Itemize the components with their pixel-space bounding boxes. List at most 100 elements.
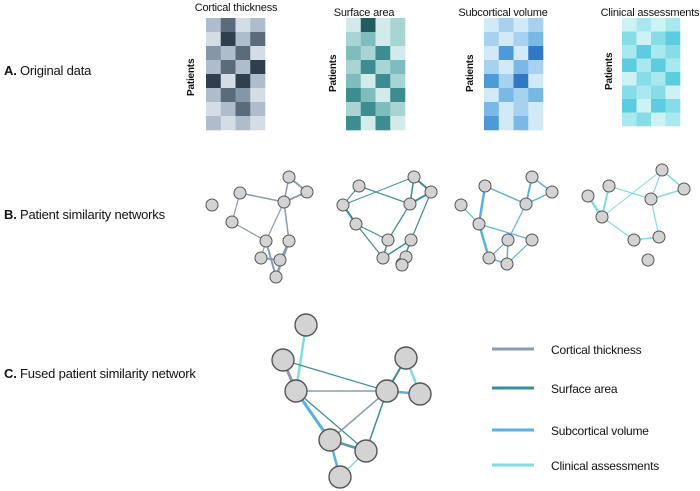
network-node-sv (482, 251, 496, 265)
network-edge-ca (601, 216, 635, 241)
heatmap-cell-sv (513, 18, 529, 33)
network-node-ca (644, 192, 658, 206)
heatmap-cell-ca (622, 58, 637, 73)
network-node-sa (404, 233, 418, 247)
heatmap-cell-ct (235, 88, 251, 103)
network-node-ct (282, 234, 296, 248)
heatmap-cell-ct (206, 60, 222, 75)
heatmap-cell-ca (636, 58, 652, 73)
heatmap-cell-ca (622, 112, 637, 127)
heatmap-cell-ca (665, 85, 681, 100)
network-node-ca (602, 179, 616, 193)
heatmap-cell-ct (220, 116, 236, 131)
network-node-fused (354, 439, 378, 463)
heatmap-cell-ct (235, 18, 251, 33)
network-edge-fused (282, 359, 388, 392)
network-edge-sa (355, 223, 384, 259)
network-node-sa (349, 217, 363, 231)
heatmap-cell-sa (360, 18, 376, 33)
network-edge-sa (358, 185, 411, 205)
column-title-surface-area: Surface area (333, 7, 395, 19)
heatmap-cell-ct (206, 46, 222, 61)
network-node-sv (519, 197, 533, 211)
network-edge-ct (265, 201, 285, 242)
heatmap-cell-ct (220, 46, 236, 61)
heatmap-cell-ct (220, 18, 236, 33)
network-edge-sa (410, 191, 432, 241)
heatmap-cell-ct (250, 116, 266, 131)
heatmap-cell-sv (484, 18, 500, 33)
heatmap-cell-ca (651, 45, 666, 59)
heatmap-cell-ct (235, 74, 251, 89)
network-node-ct (300, 185, 314, 199)
heatmap-cell-ca (665, 58, 681, 73)
network-edge-fused (295, 390, 367, 452)
network-node-sa (403, 197, 417, 211)
heatmap-cell-ct (235, 60, 251, 75)
heatmap-cell-ca (651, 99, 666, 113)
network-node-ct (259, 234, 273, 248)
heatmap-cell-ca (622, 31, 637, 46)
heatmap-cell-sa (375, 74, 391, 89)
heatmap-cell-sa (346, 32, 362, 47)
heatmap-cell-sa (375, 88, 391, 103)
heatmap-cell-sa (390, 88, 406, 103)
heatmap-cell-sa (390, 116, 406, 131)
heatmap-cell-sv (484, 32, 500, 47)
heatmap-cell-ct (235, 102, 251, 117)
heatmap-cell-sv (484, 102, 500, 117)
network-node-ct (233, 186, 247, 200)
heatmap-cell-ct (250, 32, 266, 47)
heatmap-cell-ct (250, 46, 266, 61)
network-edge-sv (507, 203, 527, 241)
network-node-sa (352, 179, 366, 193)
heatmap-cell-ct (206, 102, 222, 117)
network-node-ca (627, 233, 641, 247)
network-node-sa (424, 185, 438, 199)
network-node-sa (336, 198, 350, 212)
heatmap-cell-sv (528, 18, 544, 33)
heatmap-cell-sa (375, 102, 391, 117)
heatmap-cell-sv (528, 74, 544, 89)
legend-label-subcortical-volume: Subcortical volume (551, 424, 649, 438)
network-node-ct (269, 270, 283, 284)
heatmap-cell-ca (636, 31, 652, 46)
heatmap-cell-ct (250, 88, 266, 103)
heatmap-cell-sa (346, 74, 362, 89)
network-node-fused (375, 379, 399, 403)
network-edge-sa (387, 203, 411, 241)
heatmap-cell-ca (622, 45, 637, 59)
network-node-sv (454, 198, 468, 212)
heatmap-cell-sv (484, 60, 500, 75)
heatmap-cell-ct (206, 116, 222, 131)
heatmap-cell-ct (235, 46, 251, 61)
network-node-sv (545, 185, 559, 199)
heatmap-cell-sv (528, 32, 544, 47)
heatmap-cell-sa (390, 46, 406, 61)
network-node-ca (655, 163, 669, 177)
network-edge-sv (484, 185, 527, 205)
network-node-ct (282, 170, 296, 184)
heatmap-cell-ct (206, 32, 222, 47)
heatmap-cell-ct (250, 18, 266, 33)
heatmap-cell-sv (513, 60, 529, 75)
heatmap-cell-ca (651, 18, 666, 32)
heatmap-cell-ct (220, 60, 236, 75)
heatmap-cell-ca (636, 112, 652, 127)
heatmap-cell-sv (498, 102, 514, 117)
heatmap-cell-sa (390, 32, 406, 47)
heatmap-cell-sa (346, 46, 362, 61)
heatmap-cell-ct (220, 102, 236, 117)
network-node-ct (225, 215, 239, 229)
heatmap-cell-ca (636, 18, 652, 32)
heatmap-cell-ca (651, 31, 666, 46)
network-node-sv (472, 217, 486, 231)
heatmap-cell-sa (375, 60, 391, 75)
heatmap-cell-ct (235, 32, 251, 47)
network-edge-ca (608, 185, 652, 200)
heatmap-cell-sv (513, 46, 529, 61)
row-label-original-data: A. Original data (4, 63, 92, 78)
heatmap-cell-sa (360, 60, 376, 75)
network-node-sa (407, 170, 421, 184)
heatmap-cell-sa (360, 74, 376, 89)
